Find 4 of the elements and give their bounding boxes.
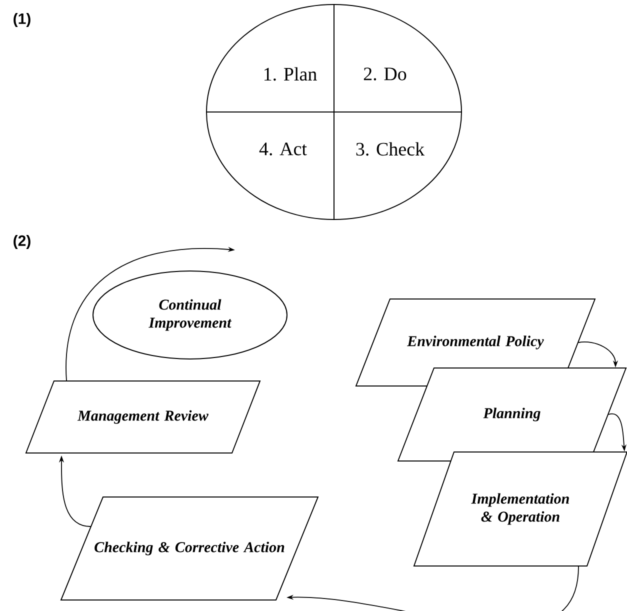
node-label: Implementation & Operation	[471, 493, 569, 525]
node-label: Planning	[483, 408, 540, 422]
panel-label: (2)	[14, 235, 30, 249]
panel-label: (1)	[14, 13, 30, 27]
